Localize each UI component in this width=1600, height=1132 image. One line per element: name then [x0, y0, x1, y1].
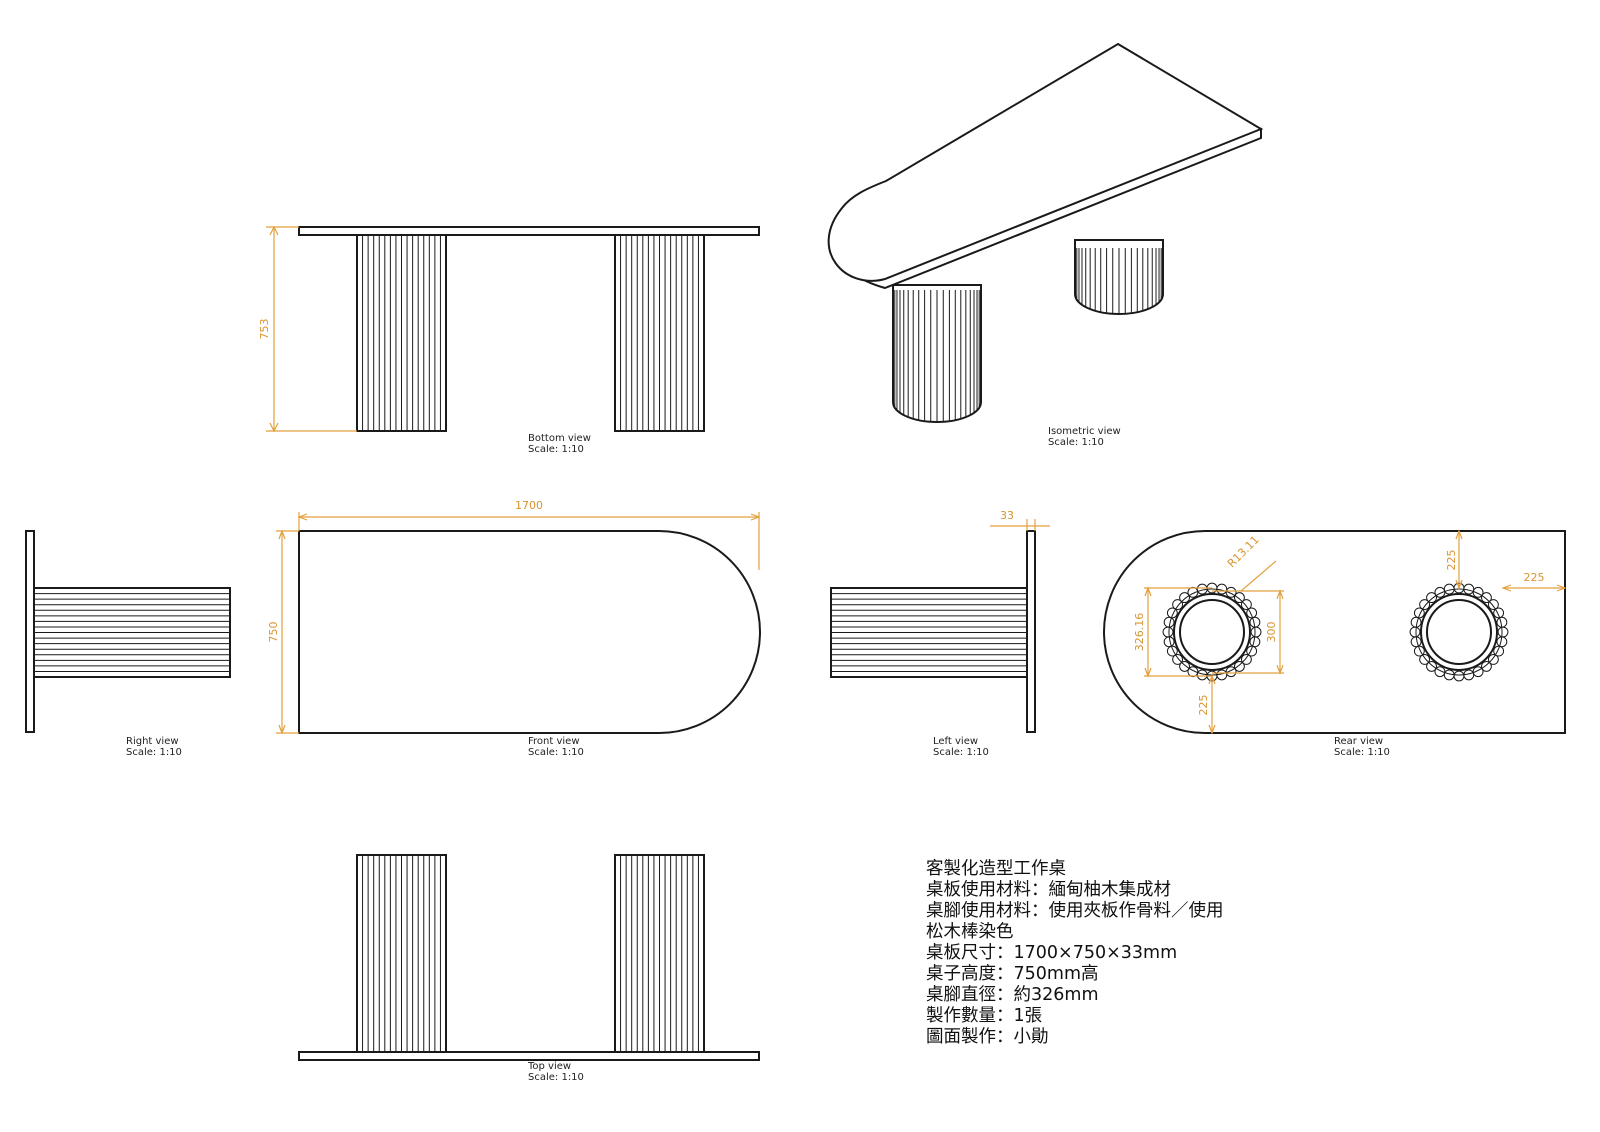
spec-line: 桌腳使用材料：使用夾板作骨料／使用 [926, 901, 1224, 921]
dim-edge-top: 225 [1445, 550, 1458, 571]
scallop-bead [1487, 653, 1499, 665]
scallop-bead [1480, 660, 1492, 672]
spec-line: 桌板使用材料：緬甸柚木集成材 [926, 880, 1171, 900]
scallop-bead [1472, 666, 1484, 678]
spec-line: 圖面製作：小勛 [926, 1027, 1049, 1047]
scallop-bead [1246, 645, 1258, 657]
dim-edge-right: 225 [1524, 571, 1545, 584]
scallop-bead [1493, 645, 1505, 657]
dim-width: 750 [267, 622, 280, 643]
view-scale: Scale: 1:10 [528, 747, 584, 758]
scallop-bead [1434, 666, 1446, 678]
view-scale: Scale: 1:10 [528, 444, 584, 455]
spec-notes: 客製化造型工作桌 桌板使用材料：緬甸柚木集成材 桌腳使用材料：使用夾板作骨料／使… [926, 859, 1366, 1048]
scallop-bead [1419, 599, 1431, 611]
dim-thickness: 33 [1000, 509, 1014, 522]
scallop-bead [1453, 670, 1465, 682]
view-scale: Scale: 1:10 [1334, 747, 1390, 758]
scallop-bead [1225, 666, 1237, 678]
right-view: Right view Scale: 1:10 [25, 530, 231, 758]
flutes [892, 290, 982, 422]
flutes [1074, 248, 1164, 314]
spec-line: 松木棒染色 [926, 922, 1014, 942]
scallop-bead [1413, 607, 1425, 619]
scallop-bead [1487, 599, 1499, 611]
scallop-bead [1497, 626, 1509, 638]
view-name: Isometric view [1048, 426, 1121, 437]
scallop-bead [1172, 653, 1184, 665]
dim-leg-outer: 326.16 [1133, 613, 1146, 652]
scallop-bead [1409, 626, 1421, 638]
spec-title: 客製化造型工作桌 [926, 859, 1066, 879]
scallop-bead [1166, 607, 1178, 619]
bottom-view: 753 Bottom view Scale: 1:10 [258, 225, 760, 455]
view-name: Front view [528, 736, 580, 747]
scallop-bead [1162, 626, 1174, 638]
scallop-bead [1472, 586, 1484, 598]
scallop-bead [1179, 660, 1191, 672]
view-name: Top view [527, 1061, 571, 1072]
isometric-view: Isometric view Scale: 1:10 [827, 42, 1264, 448]
scallop-base [1168, 588, 1256, 676]
view-name: Left view [933, 736, 978, 747]
dim-leg-inner: 300 [1265, 622, 1278, 643]
dim-height: 753 [258, 319, 271, 340]
view-name: Right view [126, 736, 179, 747]
scallop-bead [1179, 592, 1191, 604]
spec-line: 桌腳直徑：約326mm [926, 985, 1099, 1005]
view-scale: Scale: 1:10 [1048, 437, 1104, 448]
flutes [34, 593, 230, 672]
flutes [620, 855, 699, 1052]
scallop-bead [1426, 660, 1438, 672]
view-scale: Scale: 1:10 [933, 747, 989, 758]
flutes [362, 235, 441, 431]
rear-view: 326.16 300 R13.11 225 225 225 Rear view … [1103, 529, 1567, 758]
flutes [620, 235, 699, 431]
dim-length: 1700 [515, 499, 543, 512]
view-scale: Scale: 1:10 [126, 747, 182, 758]
left-view: 33 Left view Scale: 1:10 [830, 509, 1050, 758]
scallop-bead [1493, 607, 1505, 619]
scallop-bead [1419, 653, 1431, 665]
view-name: Rear view [1334, 736, 1383, 747]
top-view: Top view Scale: 1:10 [298, 854, 760, 1083]
scallop-ring [1162, 582, 1262, 682]
dim-edge-left: 225 [1197, 695, 1210, 716]
flutes [831, 593, 1027, 672]
scallop-bead [1233, 592, 1245, 604]
scallop-bead [1250, 626, 1262, 638]
scallop-bead [1172, 599, 1184, 611]
scallop-bead [1225, 586, 1237, 598]
scallop-bead [1246, 607, 1258, 619]
scallop-bead [1166, 645, 1178, 657]
view-scale: Scale: 1:10 [528, 1072, 584, 1083]
scallop-bead [1480, 592, 1492, 604]
front-view: 1700 750 Front view Scale: 1:10 [267, 499, 761, 758]
scallop-bead [1233, 660, 1245, 672]
scallop-bead [1434, 586, 1446, 598]
scallop-bead [1413, 645, 1425, 657]
scallop-bead [1240, 599, 1252, 611]
scallop-ring [1409, 582, 1509, 682]
view-name: Bottom view [528, 433, 591, 444]
spec-line: 桌子高度：750mm高 [926, 964, 1099, 984]
spec-line: 桌板尺寸：1700×750×33mm [926, 943, 1178, 963]
scallop-base [1415, 588, 1503, 676]
spec-line: 製作數量：1張 [926, 1006, 1043, 1026]
scallop-bead [1240, 653, 1252, 665]
scallop-bead [1426, 592, 1438, 604]
dim-radius: R13.11 [1225, 533, 1262, 570]
flutes [362, 855, 441, 1052]
